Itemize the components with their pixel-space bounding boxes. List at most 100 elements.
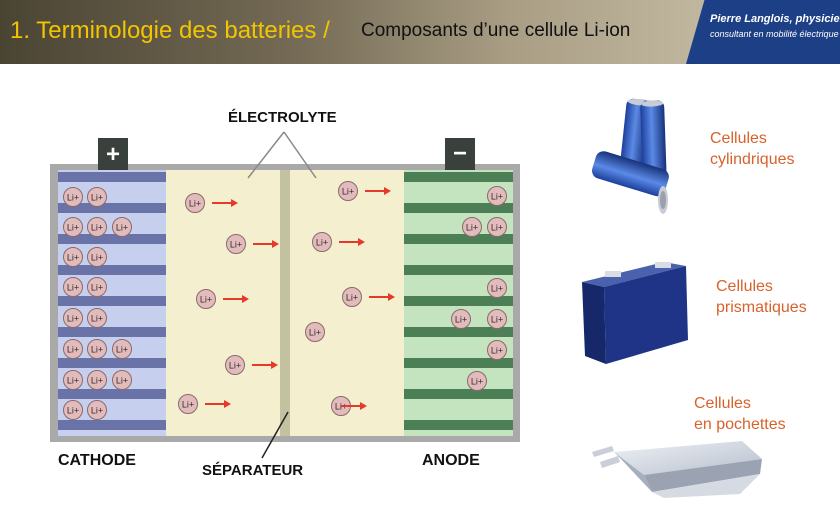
cathode-layer	[58, 234, 166, 244]
lithium-ion-label: Li+	[182, 400, 194, 410]
lithium-ion	[487, 217, 507, 237]
lithium-ion	[487, 309, 507, 329]
lithium-ion-label: Li+	[189, 199, 201, 209]
cathode-layer	[58, 358, 166, 368]
prismatic-line2: prismatiques	[716, 299, 807, 316]
cathode-layer	[58, 420, 166, 430]
anode-layer	[404, 296, 513, 306]
lithium-ion-label: Li+	[316, 238, 328, 248]
pouch-cell-image	[592, 441, 762, 498]
lithium-ion-label: Li+	[229, 361, 241, 371]
cylindrical-line1: Cellules	[710, 130, 767, 147]
separator-pointer	[261, 411, 289, 459]
ion-flow-arrowhead	[231, 199, 238, 207]
cylindrical-cells-image	[591, 98, 669, 214]
lithium-ion	[87, 217, 107, 237]
lithium-ion-label: Li+	[342, 187, 354, 197]
anode-layer	[404, 203, 513, 213]
brand-tagline: consultant en mobilité électrique	[710, 29, 839, 39]
lithium-ion-label: Li+	[67, 345, 79, 355]
lithium-ion-label: Li+	[346, 293, 358, 303]
ion-flow-arrowhead	[242, 295, 249, 303]
ion-flow-arrowhead	[358, 238, 365, 246]
lithium-ion-label: Li+	[491, 315, 503, 325]
lithium-ion-label: Li+	[91, 314, 103, 324]
lithium-ion-label: Li+	[200, 295, 212, 305]
lithium-ion-label: Li+	[491, 192, 503, 202]
lithium-ion-label: Li+	[491, 223, 503, 233]
anode-label: ANODE	[422, 452, 480, 469]
pouch-cells-caption: Cellules en pochettes	[694, 393, 786, 435]
lithium-ion-label: Li+	[91, 253, 103, 263]
lithium-ion	[63, 277, 83, 297]
lithium-ion-label: Li+	[67, 193, 79, 203]
separator-membrane	[280, 170, 290, 436]
anode-layer	[404, 234, 513, 244]
lithium-ion-label: Li+	[455, 315, 467, 325]
cathode-label: CATHODE	[58, 452, 136, 469]
ion-flow-arrowhead	[271, 361, 278, 369]
cylindrical-cells-caption: Cellules cylindriques	[710, 128, 794, 170]
lithium-ion	[305, 322, 325, 342]
lithium-ion	[63, 400, 83, 420]
lithium-ion	[87, 247, 107, 267]
lithium-ion	[87, 308, 107, 328]
anode-layer	[404, 358, 513, 368]
electrolyte-label: ÉLECTROLYTE	[228, 109, 337, 126]
prismatic-cells-caption: Cellules prismatiques	[716, 276, 807, 318]
negative-terminal	[445, 138, 475, 170]
lithium-ion-label: Li+	[491, 346, 503, 356]
lithium-ion	[487, 186, 507, 206]
lithium-ion-label: Li+	[91, 406, 103, 416]
lithium-ion	[87, 370, 107, 390]
lithium-ion	[63, 187, 83, 207]
cathode-layer	[58, 265, 166, 275]
lithium-ion-label: Li+	[91, 223, 103, 233]
pouch-line2: en pochettes	[694, 416, 786, 433]
slide-subtitle: Composants d’une cellule Li-ion	[361, 20, 631, 41]
lithium-ion-label: Li+	[67, 406, 79, 416]
lithium-ion-label: Li+	[466, 223, 478, 233]
lithium-ion	[196, 289, 216, 309]
lithium-ion	[87, 400, 107, 420]
lithium-ion-label: Li+	[67, 223, 79, 233]
lithium-ion-label: Li+	[471, 377, 483, 387]
electrolyte-left-region	[166, 170, 280, 436]
electrolyte-pointer-left	[247, 131, 285, 179]
lithium-ion	[342, 287, 362, 307]
pouch-line1: Cellules	[694, 395, 751, 412]
prismatic-cell-image	[582, 262, 688, 364]
brand-name: Pierre Langlois, physicien	[710, 13, 840, 25]
lithium-ion-label: Li+	[67, 283, 79, 293]
lithium-ion-label: Li+	[91, 193, 103, 203]
plus-sign: +	[106, 141, 120, 168]
lithium-ion	[451, 309, 471, 329]
lithium-ion-label: Li+	[116, 223, 128, 233]
anode-layer	[404, 265, 513, 275]
slide-title: 1. Terminologie des batteries /	[10, 17, 330, 44]
cylindrical-line2: cylindriques	[710, 151, 795, 168]
ion-flow-arrowhead	[224, 400, 231, 408]
cathode-layer	[58, 172, 166, 182]
anode-layer	[404, 327, 513, 337]
lithium-ion	[312, 232, 332, 252]
ion-flow-arrowhead	[360, 402, 367, 410]
ion-flow-arrowhead	[384, 187, 391, 195]
ion-flow-arrowhead	[388, 293, 395, 301]
lithium-ion	[226, 234, 246, 254]
lithium-ion-label: Li+	[91, 345, 103, 355]
lithium-ion-label: Li+	[230, 240, 242, 250]
anode-layer	[404, 172, 513, 182]
lithium-ion-label: Li+	[116, 376, 128, 386]
lithium-ion	[487, 278, 507, 298]
lithium-ion-label: Li+	[67, 376, 79, 386]
lithium-ion	[112, 339, 132, 359]
lithium-ion-label: Li+	[91, 376, 103, 386]
lithium-ion	[178, 394, 198, 414]
lithium-ion	[63, 308, 83, 328]
cathode-layer	[58, 389, 166, 399]
positive-terminal	[98, 138, 128, 170]
lithium-ion	[87, 187, 107, 207]
lithium-ion-label: Li+	[67, 314, 79, 324]
